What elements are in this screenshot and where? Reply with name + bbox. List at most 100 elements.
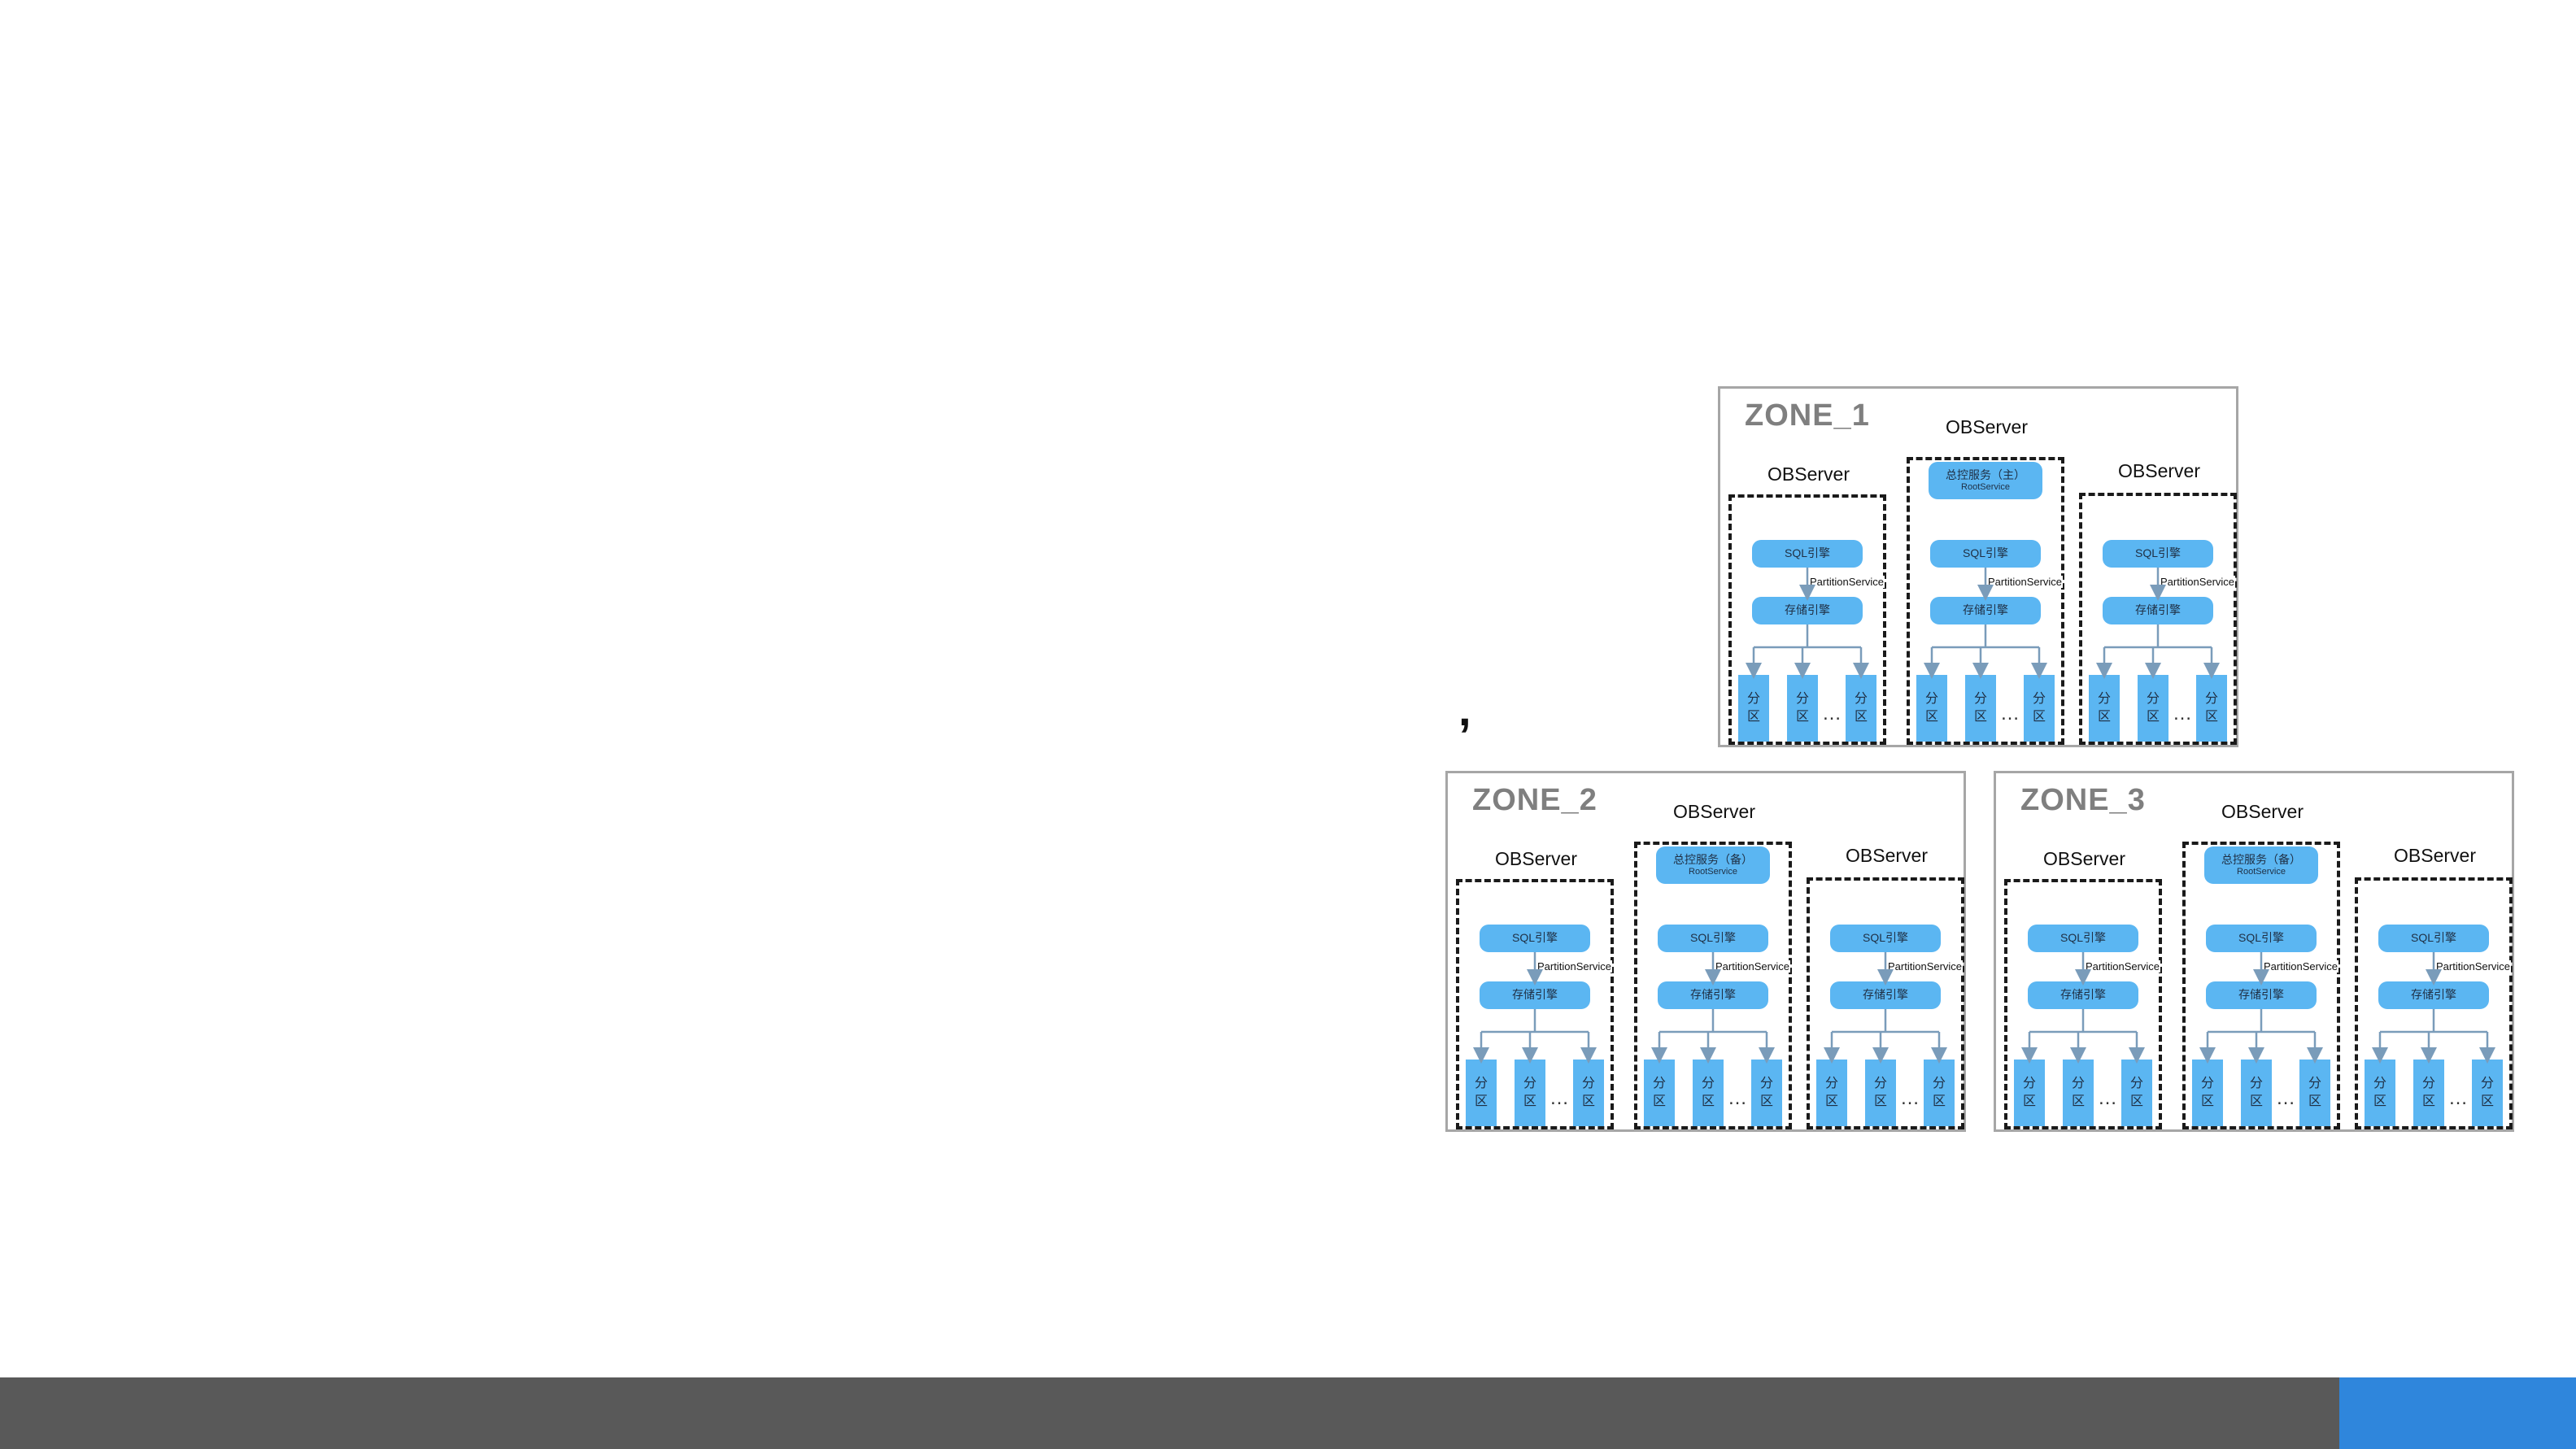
partition-block: 分区 [1846, 675, 1876, 742]
storage-engine-block: 存储引擎 [2378, 981, 2489, 1009]
partition-char: 分 [2308, 1077, 2321, 1090]
observer-label: OBServer [2221, 801, 2304, 822]
observer-label: OBServer [1846, 845, 1928, 866]
partition-char: 区 [2480, 1094, 2494, 1108]
root-service-block: 总控服务（备）RootService [2204, 846, 2318, 884]
storage-engine-block: 存储引擎 [1658, 981, 1768, 1009]
sql-engine-block: SQL引擎 [1658, 925, 1768, 952]
root-service-title: 总控服务（备） [2221, 853, 2301, 867]
partition-char: 分 [1652, 1077, 1666, 1090]
partition-char: 分 [1924, 692, 1938, 706]
partition-block: 分区 [2472, 1060, 2503, 1126]
partition-char: 分 [2022, 1077, 2036, 1090]
partition-block: 分区 [2299, 1060, 2330, 1126]
ellipsis-dots: … [2276, 1087, 2297, 1109]
sql-engine-block: SQL引擎 [2378, 925, 2489, 952]
observer-label: OBServer [1673, 801, 1755, 822]
ellipsis-dots: … [2448, 1087, 2469, 1109]
partition-char: 区 [1824, 1094, 1838, 1108]
partition-block: 分区 [2365, 1060, 2395, 1126]
partition-block: 分区 [1738, 675, 1769, 742]
root-service-subtitle: RootService [2237, 866, 2286, 877]
partition-block: 分区 [1816, 1060, 1847, 1126]
storage-engine-block: 存储引擎 [1830, 981, 1941, 1009]
observer-label: OBServer [2043, 848, 2125, 869]
partition-char: 分 [2421, 1077, 2435, 1090]
partition-char: 分 [1973, 692, 1987, 706]
partition-char: 区 [2421, 1094, 2435, 1108]
partition-block: 分区 [1865, 1060, 1896, 1126]
partition-service-label: PartitionService [1809, 576, 1885, 588]
partition-block: 分区 [1965, 675, 1996, 742]
partition-char: 区 [1652, 1094, 1666, 1108]
partition-char: 区 [1924, 710, 1938, 724]
observer-box [2079, 493, 2237, 745]
partition-char: 区 [1854, 710, 1868, 724]
partition-block: 分区 [2413, 1060, 2444, 1126]
partition-service-label: PartitionService [2435, 960, 2512, 973]
observer-label: OBServer [2118, 460, 2200, 481]
partition-char: 分 [1746, 692, 1760, 706]
footer-bar [0, 1377, 2576, 1449]
observer-label: OBServer [1946, 416, 2028, 437]
partition-char: 区 [1523, 1094, 1536, 1108]
partition-char: 区 [1474, 1094, 1488, 1108]
partition-char: 分 [1523, 1077, 1536, 1090]
observer-box [1456, 879, 1614, 1129]
partition-char: 分 [1824, 1077, 1838, 1090]
partition-block: 分区 [1693, 1060, 1724, 1126]
observer-box [1634, 842, 1792, 1129]
partition-char: 分 [2129, 1077, 2143, 1090]
observer-box [2004, 879, 2162, 1129]
partition-service-label: PartitionService [1536, 960, 1613, 973]
partition-char: 分 [1474, 1077, 1488, 1090]
observer-box [2355, 877, 2513, 1129]
partition-char: 区 [1873, 1094, 1887, 1108]
root-service-title: 总控服务（主） [1946, 468, 2025, 482]
partition-char: 区 [1701, 1094, 1715, 1108]
ellipsis-dots: … [1900, 1087, 1921, 1109]
ellipsis-dots: … [2000, 703, 2021, 724]
partition-char: 分 [2200, 1077, 2214, 1090]
storage-engine-block: 存储引擎 [2206, 981, 2317, 1009]
root-service-subtitle: RootService [1961, 481, 2010, 492]
storage-engine-block: 存储引擎 [2028, 981, 2138, 1009]
zone-title: ZONE_3 [2020, 783, 2146, 817]
partition-block: 分区 [2138, 675, 2168, 742]
partition-char: 分 [1932, 1077, 1946, 1090]
ellipsis-dots: … [2098, 1087, 2119, 1109]
partition-char: 分 [2097, 692, 2111, 706]
sql-engine-block: SQL引擎 [1752, 540, 1863, 568]
partition-char: 区 [1581, 1094, 1595, 1108]
partition-block: 分区 [2196, 675, 2227, 742]
footer-accent-block [2339, 1377, 2576, 1449]
partition-service-label: PartitionService [2160, 576, 2236, 588]
observer-label: OBServer [1767, 463, 1850, 485]
partition-char: 区 [1973, 710, 1987, 724]
partition-char: 区 [1795, 710, 1809, 724]
storage-engine-block: 存储引擎 [2103, 597, 2213, 624]
root-service-block: 总控服务（备）RootService [1656, 846, 1770, 884]
sql-engine-block: SQL引擎 [1830, 925, 1941, 952]
partition-block: 分区 [1916, 675, 1947, 742]
partition-char: 分 [2373, 1077, 2386, 1090]
observer-box [1728, 494, 1886, 745]
storage-engine-block: 存储引擎 [1930, 597, 2041, 624]
partition-char: 分 [1795, 692, 1809, 706]
partition-char: 区 [2204, 710, 2218, 724]
partition-block: 分区 [2063, 1060, 2094, 1126]
partition-block: 分区 [1466, 1060, 1497, 1126]
partition-char: 分 [2146, 692, 2160, 706]
partition-char: 区 [2249, 1094, 2263, 1108]
sql-engine-block: SQL引擎 [2103, 540, 2213, 568]
sql-engine-block: SQL引擎 [2028, 925, 2138, 952]
partition-service-label: PartitionService [2263, 960, 2339, 973]
partition-char: 区 [2200, 1094, 2214, 1108]
partition-char: 区 [2022, 1094, 2036, 1108]
partition-char: 区 [2129, 1094, 2143, 1108]
partition-char: 区 [1932, 1094, 1946, 1108]
partition-char: 区 [1759, 1094, 1773, 1108]
partition-service-label: PartitionService [2085, 960, 2161, 973]
partition-char: 分 [2071, 1077, 2085, 1090]
